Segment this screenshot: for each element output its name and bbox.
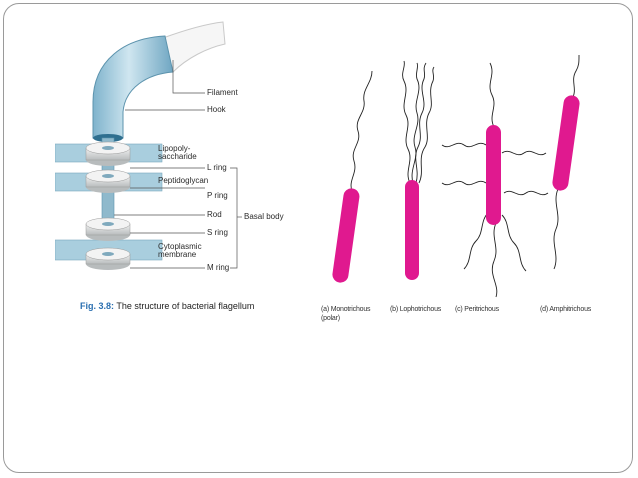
label-lophotrichous: (b) Lophotrichous (390, 306, 442, 313)
flagellum-structure-figure: Filament Hook Lipopoly- saccharide L rin… (55, 20, 290, 335)
label-p-ring: P ring (207, 191, 228, 200)
label-basal-body: Basal body (244, 212, 284, 221)
label-amphitrichous: (d) Amphitrichous (540, 306, 592, 313)
figure-caption: Fig. 3.8: The structure of bacterial fla… (80, 301, 254, 311)
monotrichous-flagellum (350, 70, 373, 192)
arrangement-drawing (332, 55, 580, 298)
lophotrichous-cell (405, 180, 419, 280)
peritrichous-flagellum-ul (441, 142, 487, 148)
lophotrichous-flagellum-3 (415, 62, 427, 184)
peritrichous-cell (486, 125, 501, 225)
label-m-ring: M ring (207, 263, 230, 272)
label-l-ring: L ring (207, 163, 227, 172)
amphitrichous-cell (552, 95, 580, 191)
peritrichous-flagellum-bottom (491, 222, 498, 298)
peritrichous-flagellum-top (489, 62, 495, 128)
amphitrichous-flagellum-bottom (553, 188, 559, 270)
flagella-arrangement-figure: (a) Monotrichous (polar) (b) Lophotricho… (318, 55, 618, 345)
label-filament: Filament (207, 88, 238, 97)
hook-shape (92, 35, 174, 139)
label-peptidoglycan: Peptidoglycan (158, 176, 209, 185)
leader-lines (114, 60, 242, 269)
monotrichous-cell (332, 188, 360, 283)
label-lipopolysaccharide: Lipopoly- saccharide (158, 144, 197, 161)
amphitrichous-flagellum-top (571, 55, 580, 100)
lophotrichous-flagellum-4 (418, 66, 435, 184)
label-monotrichous: (a) Monotrichous (polar) (321, 306, 371, 322)
caption-figure-number: Fig. 3.8: (80, 301, 115, 311)
label-s-ring: S ring (207, 228, 228, 237)
caption-text: The structure of bacterial flagellum (114, 301, 255, 311)
peritrichous-flagellum-ur (501, 150, 547, 156)
flagellum-drawing (55, 21, 242, 270)
label-rod: Rod (207, 210, 222, 219)
bacterial-cells (332, 95, 580, 283)
label-hook: Hook (207, 105, 226, 114)
label-peritrichous: (c) Peritrichous (455, 306, 499, 313)
peritrichous-flagellum-mr (503, 190, 549, 196)
peritrichous-flagellum-ll (463, 212, 489, 270)
filament-shape (162, 21, 226, 73)
peritrichous-flagellum-lr (501, 214, 527, 272)
flagella-strands (350, 55, 580, 298)
peritrichous-flagellum-ml (441, 180, 487, 186)
lophotrichous-flagellum-1 (402, 60, 411, 184)
label-cytoplasmic-membrane: Cytoplasmic membrane (158, 242, 202, 259)
lophotrichous-flagellum-2 (411, 62, 420, 184)
